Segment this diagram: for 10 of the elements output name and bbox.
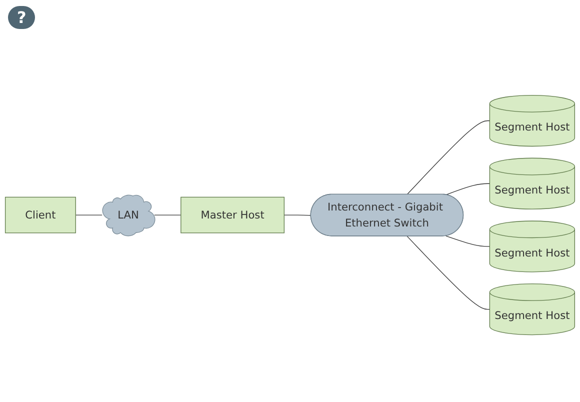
question-mark-bubble: ? [8, 6, 36, 29]
connector [446, 236, 490, 247]
connector [75, 214, 102, 216]
connector [446, 183, 490, 196]
connector [154, 214, 182, 216]
node-box: Master Host [180, 196, 284, 234]
connector [284, 214, 312, 216]
connector [406, 236, 490, 310]
connector [406, 120, 490, 195]
node-box: Client [4, 196, 76, 234]
